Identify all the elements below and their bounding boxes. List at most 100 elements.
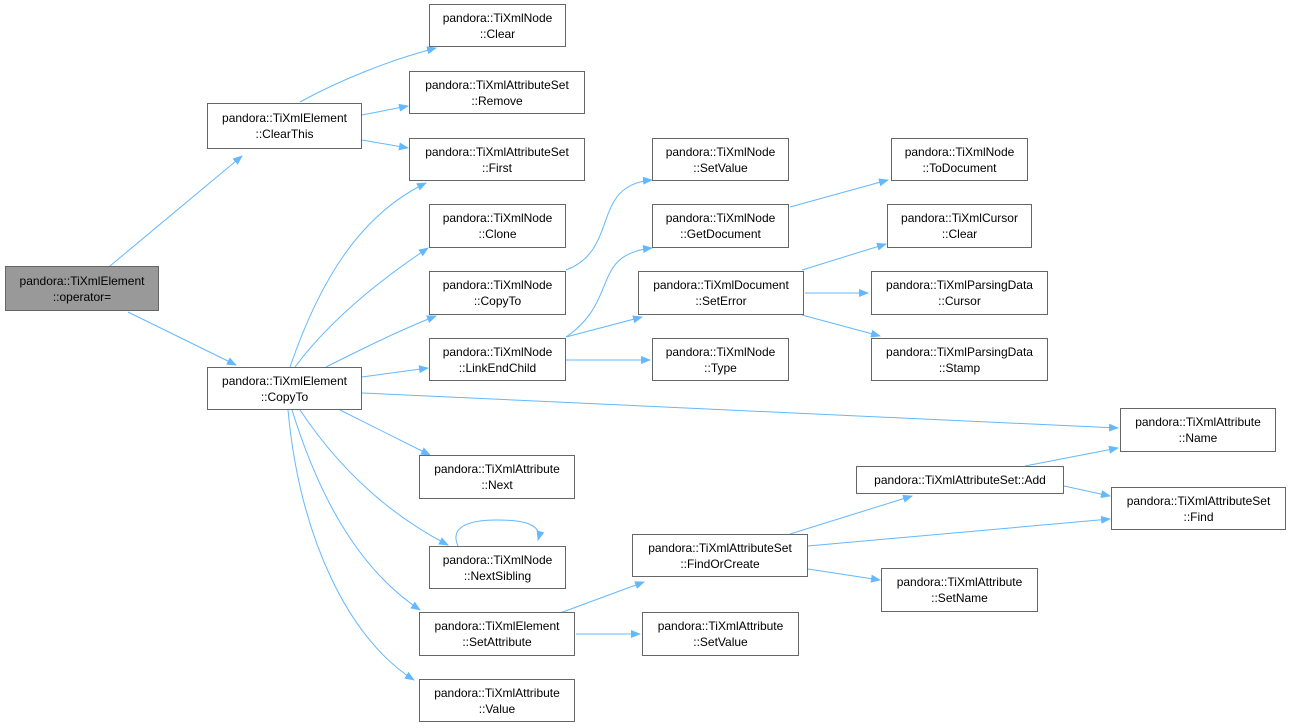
edge-elcopyto-attrnext <box>339 409 431 456</box>
node-line1: pandora::TiXmlCursor <box>901 211 1018 225</box>
node-line2: ::Name <box>1178 431 1218 445</box>
node-line1: pandora::TiXmlAttributeSet::Add <box>874 473 1046 487</box>
node-element-setattribute[interactable]: pandora::TiXmlElement ::SetAttribute <box>419 612 575 656</box>
node-line2: ::ClearThis <box>255 127 314 141</box>
node-line1: pandora::TiXmlNode <box>665 144 776 159</box>
node-line1: pandora::TiXmlNode <box>442 344 553 359</box>
node-line1: pandora::TiXmlElement <box>222 111 347 125</box>
node-line2: ::CopyTo <box>260 389 309 404</box>
node-line2: ::SetError <box>695 294 747 308</box>
node-line2: ::GetDocument <box>680 227 761 241</box>
node-line2: ::operator= <box>52 289 112 304</box>
node-line1: pandora::TiXmlNode <box>665 344 776 359</box>
node-cursor-clear[interactable]: pandora::TiXmlCursor ::Clear <box>887 204 1032 248</box>
edge-elcopyto-nodelink <box>361 365 429 378</box>
node-attributeset-first[interactable]: pandora::TiXmlAttributeSet ::First <box>409 138 585 181</box>
node-line2: ::ToDocument <box>922 160 997 175</box>
node-attribute-setname[interactable]: pandora::TiXmlAttribute ::SetName <box>881 568 1038 612</box>
node-line2: ::Stamp <box>938 360 981 375</box>
node-document-seterror[interactable]: pandora::TiXmlDocument ::SetError <box>638 271 804 315</box>
edge-elcopyto-nextsib <box>299 409 449 546</box>
node-attribute-next[interactable]: pandora::TiXmlAttribute ::Next <box>419 455 575 499</box>
node-line1: pandora::TiXmlParsingData <box>886 344 1033 359</box>
node-attribute-setvalue[interactable]: pandora::TiXmlAttribute ::SetValue <box>642 612 799 656</box>
node-parsingdata-cursor[interactable]: pandora::TiXmlParsingData ::Cursor <box>871 271 1048 315</box>
node-node-copyto[interactable]: pandora::TiXmlNode ::CopyTo <box>429 271 566 315</box>
edge-getdoc-todoc <box>789 178 889 208</box>
node-line2: ::SetValue <box>693 635 748 649</box>
node-attributeset-remove[interactable]: pandora::TiXmlAttributeSet ::Remove <box>409 71 585 114</box>
edge-clearthis-asfirst <box>361 139 409 151</box>
node-node-nextsibling[interactable]: pandora::TiXmlNode ::NextSibling <box>429 546 566 589</box>
node-line1: pandora::TiXmlNode <box>442 10 553 25</box>
node-line2: ::CopyTo <box>473 294 522 308</box>
node-element-clearthis[interactable]: pandora::TiXmlElement ::ClearThis <box>207 103 362 149</box>
node-line1: pandora::TiXmlNode <box>904 144 1015 159</box>
node-line2: ::NextSibling <box>463 568 532 583</box>
edge-root-clearthis <box>109 155 243 267</box>
node-line2: ::Next <box>481 478 513 492</box>
edge-foc-add <box>789 494 913 535</box>
node-line1: pandora::TiXmlAttributeSet <box>1126 493 1271 508</box>
node-line2: ::FindOrCreate <box>680 556 760 571</box>
node-line2: ::Type <box>704 360 737 375</box>
edge-elcopyto-attrname <box>361 392 1119 432</box>
node-line1: pandora::TiXmlElement <box>222 373 347 388</box>
edge-foc-find <box>807 515 1111 547</box>
node-element-copyto[interactable]: pandora::TiXmlElement ::CopyTo <box>207 367 362 410</box>
edge-root-elcopyto <box>127 311 237 366</box>
edge-foc-setname <box>807 568 881 583</box>
node-line2: ::Clear <box>479 26 516 41</box>
edge-elcopyto-nodecopyto <box>325 315 437 368</box>
edge-elcopyto-nodeclone <box>294 247 429 368</box>
edge-elcopyto-attrvalue <box>287 409 415 681</box>
node-line1: pandora::TiXmlAttributeSet <box>425 144 569 159</box>
edge-setattr-foc <box>559 581 645 614</box>
edge-clearthis-nodeclear <box>299 46 437 103</box>
node-attributeset-find[interactable]: pandora::TiXmlAttributeSet ::Find <box>1111 487 1286 530</box>
node-line1: pandora::TiXmlElement <box>19 273 145 288</box>
node-node-type[interactable]: pandora::TiXmlNode ::Type <box>652 338 789 381</box>
node-line2: ::Value <box>478 701 516 716</box>
node-node-linkendchild[interactable]: pandora::TiXmlNode ::LinkEndChild <box>429 338 566 381</box>
node-line1: pandora::TiXmlDocument <box>653 278 789 292</box>
edge-add-find <box>1063 485 1111 498</box>
node-node-setvalue[interactable]: pandora::TiXmlNode ::SetValue <box>652 138 789 181</box>
node-line2: ::SetAttribute <box>462 635 532 649</box>
node-line1: pandora::TiXmlAttribute <box>1135 415 1261 429</box>
node-line1: pandora::TiXmlNode <box>442 278 553 292</box>
node-line2: ::First <box>482 160 512 175</box>
node-line2: ::Remove <box>471 93 523 108</box>
edge-elcopyto-asfirst <box>289 182 427 368</box>
node-line2: ::SetName <box>931 591 988 605</box>
node-node-todocument[interactable]: pandora::TiXmlNode ::ToDocument <box>891 138 1028 181</box>
edge-nodelink-getdoc <box>565 245 653 338</box>
node-line2: ::Find <box>1183 509 1214 524</box>
edge-nextsib-self <box>455 519 545 547</box>
node-parsingdata-stamp[interactable]: pandora::TiXmlParsingData ::Stamp <box>871 338 1048 381</box>
node-line1: pandora::TiXmlAttribute <box>434 462 560 476</box>
node-attribute-name[interactable]: pandora::TiXmlAttribute ::Name <box>1120 408 1276 452</box>
node-attributeset-findorcreate[interactable]: pandora::TiXmlAttributeSet ::FindOrCreat… <box>632 534 808 577</box>
node-operator-assign: pandora::TiXmlElement ::operator= <box>5 266 159 311</box>
node-attribute-value[interactable]: pandora::TiXmlAttribute ::Value <box>419 679 575 722</box>
node-line1: pandora::TiXmlAttribute <box>434 685 560 700</box>
node-node-clear[interactable]: pandora::TiXmlNode ::Clear <box>429 4 566 47</box>
node-line1: pandora::TiXmlAttribute <box>896 575 1023 589</box>
node-node-clone[interactable]: pandora::TiXmlNode ::Clone <box>429 204 566 248</box>
node-attributeset-add[interactable]: pandora::TiXmlAttributeSet::Add <box>856 466 1064 494</box>
node-line1: pandora::TiXmlParsingData <box>886 278 1033 292</box>
node-line1: pandora::TiXmlNode <box>665 211 776 225</box>
edge-nodecopyto-setval <box>565 176 653 271</box>
edge-elcopyto-setattr <box>291 409 421 611</box>
node-line2: ::Clear <box>941 227 978 241</box>
node-line1: pandora::TiXmlAttribute <box>657 619 784 633</box>
node-node-getdocument[interactable]: pandora::TiXmlNode ::GetDocument <box>652 204 789 248</box>
edge-seterr-pdstamp <box>801 314 881 338</box>
node-line1: pandora::TiXmlAttributeSet <box>648 540 792 555</box>
node-line1: pandora::TiXmlAttributeSet <box>425 77 569 92</box>
edge-add-attrname <box>1024 445 1119 467</box>
node-line1: pandora::TiXmlElement <box>434 619 560 633</box>
